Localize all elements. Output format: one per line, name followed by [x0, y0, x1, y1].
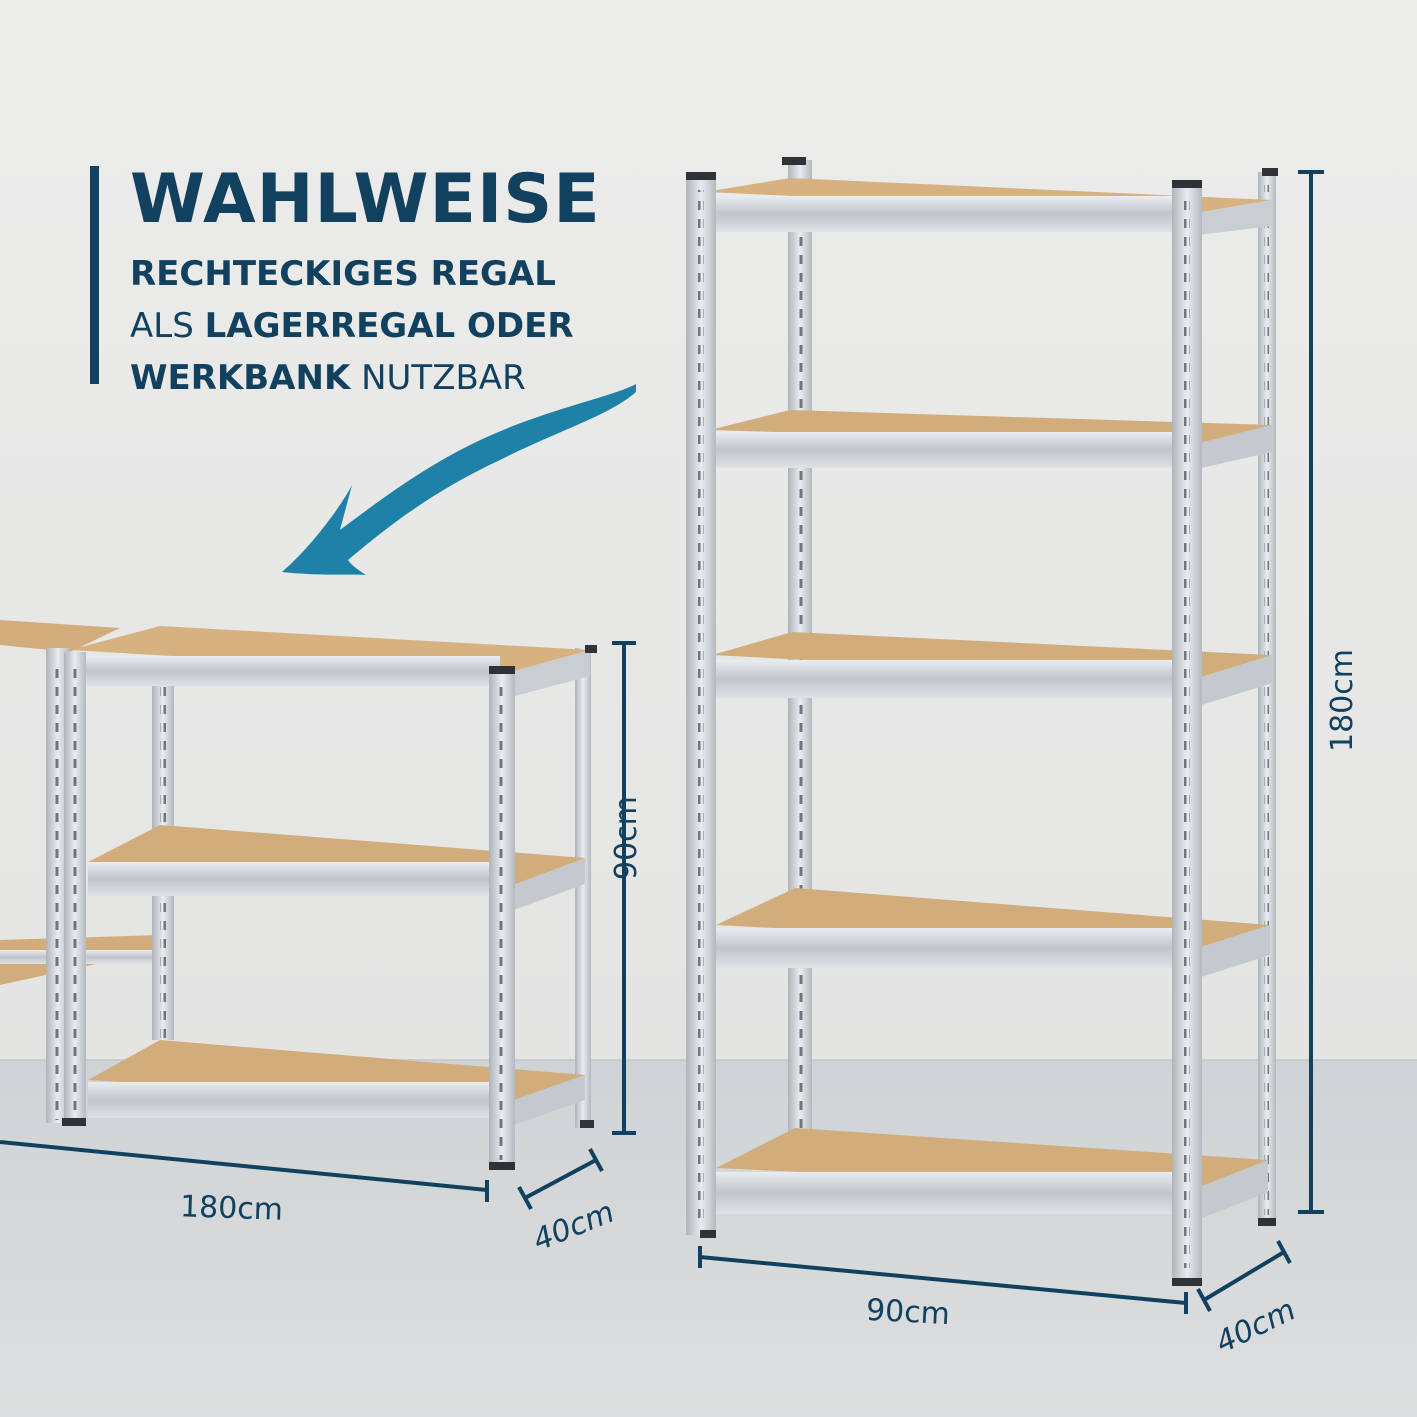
tall-shelf-width-label: 90cm: [865, 1292, 951, 1333]
pointer-arrow-icon: [282, 384, 636, 575]
small-shelf-image: [0, 620, 597, 1170]
tall-shelf-image: [686, 157, 1278, 1286]
headline-line-2: ALS LAGERREGAL ODER: [130, 306, 574, 346]
tall-shelf-height-label: 180cm: [1325, 649, 1360, 752]
headline-line-1: RECHTECKIGES REGAL: [130, 254, 556, 294]
headline-title: WAHLWEISE: [130, 160, 601, 239]
small-shelf-width-label: 180cm: [179, 1189, 284, 1228]
headline-accent-bar: [90, 166, 99, 384]
small-shelf-height-label: 90cm: [609, 796, 644, 880]
dimension-lines: [0, 170, 1324, 1314]
headline-line-3: WERKBANK NUTZBAR: [130, 358, 526, 398]
